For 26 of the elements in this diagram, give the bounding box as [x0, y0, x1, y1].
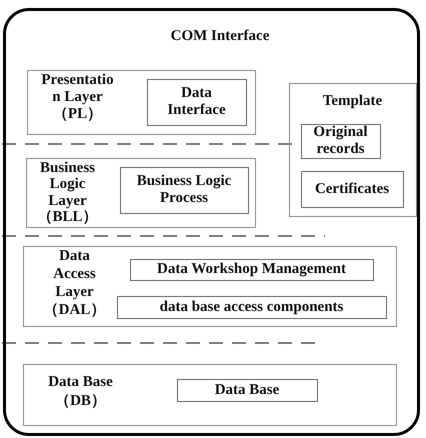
layer-title: Presentatio n Layer （PL） — [40, 72, 115, 122]
frame-title: COM Interface — [170, 27, 270, 45]
layer-panel — [23, 246, 397, 327]
component-label: Data Base — [214, 382, 280, 398]
template-panel — [289, 83, 417, 217]
component-box — [120, 166, 248, 214]
layer-panel — [27, 70, 256, 135]
component-label: Certificates — [314, 180, 390, 198]
component-label: data base access components — [160, 298, 344, 316]
component-box — [176, 378, 318, 402]
rounded-frame — [3, 8, 420, 436]
layer-title: Business Logic Layer （BLL） — [36, 160, 98, 226]
layer-title: Data Base （DB） — [47, 372, 114, 410]
layer-panel — [26, 158, 256, 228]
component-box — [130, 258, 374, 280]
component-label: Data Interface — [166, 85, 227, 119]
panel-title: Template — [322, 92, 384, 110]
component-box — [300, 124, 380, 158]
component-box — [146, 78, 246, 126]
layer-panel — [23, 364, 397, 426]
component-label: Business Logic Process — [136, 173, 232, 207]
component-label: Data Workshop Management — [157, 261, 346, 278]
layer-title: Data Access Layer （DAL） — [42, 246, 106, 318]
component-label: Original records — [312, 124, 369, 158]
component-box — [300, 170, 404, 208]
component-box — [116, 296, 386, 318]
